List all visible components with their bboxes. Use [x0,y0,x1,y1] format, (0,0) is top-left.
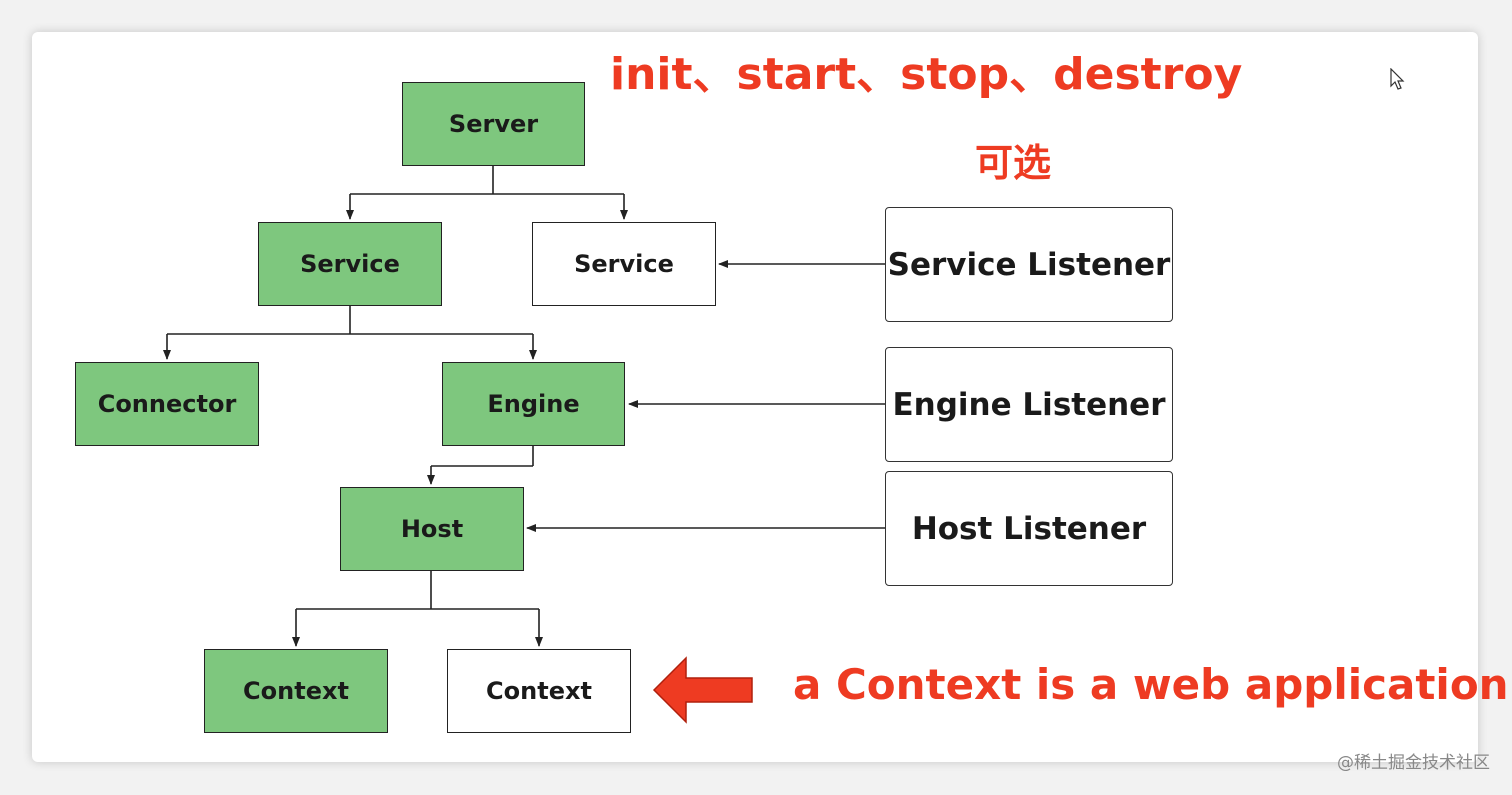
service-optional-node: Service [532,222,716,306]
watermark: @稀土掘金技术社区 [1337,753,1490,773]
context-optional-node: Context [447,649,631,733]
context-node: Context [204,649,388,733]
host-node: Host [340,487,524,571]
server-to-services-edge [346,166,628,220]
engine-node: Engine [442,362,625,446]
context-annotation: a Context is a web application [793,660,1509,709]
host-to-contexts-edge [292,571,543,647]
optional-label: 可选 [975,141,1052,185]
diagram-canvas [32,32,1478,762]
engine-listener-box: Engine Listener [885,347,1173,462]
lifecycle-methods-label: init、start、stop、destroy [610,49,1243,100]
service-to-children-edge [163,306,537,360]
red-pointer-arrow [652,656,753,724]
host-listener-box: Host Listener [885,471,1173,586]
server-node: Server [402,82,585,166]
service-node: Service [258,222,442,306]
engine-to-host-edge [427,446,534,485]
mouse-cursor-icon [1390,68,1405,90]
connector-node: Connector [75,362,259,446]
service-listener-box: Service Listener [885,207,1173,322]
